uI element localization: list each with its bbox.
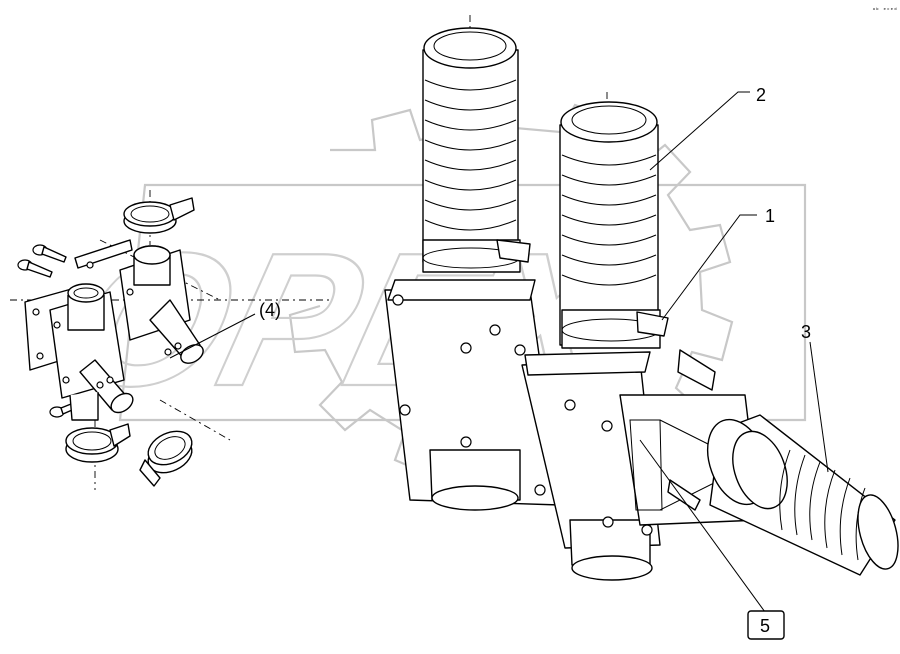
reference-code: ᵃᵇ ᵉᶜᵉᵈ xyxy=(872,7,897,14)
mounting-plate-rear xyxy=(74,239,133,269)
callouts: 1 2 3 (4) 5 xyxy=(259,85,811,640)
exploded-assembly xyxy=(10,190,330,490)
callout-3: 3 xyxy=(801,322,811,342)
screw xyxy=(17,259,53,278)
y-distributor-rear xyxy=(119,245,204,364)
leader-line-4 xyxy=(169,313,256,359)
screw xyxy=(32,244,67,263)
distributor-housing-left xyxy=(384,279,561,511)
callout-2: 2 xyxy=(756,85,766,105)
callout-1: 1 xyxy=(765,206,775,226)
leader-lines xyxy=(169,91,829,613)
leader-line-5 xyxy=(639,439,766,613)
callout-5: 5 xyxy=(760,616,770,636)
hose-clamp-bottom-left xyxy=(65,423,131,463)
centerline xyxy=(159,399,231,441)
hose-clamp-bottom-right xyxy=(139,430,193,487)
callout-4: (4) xyxy=(259,300,281,320)
distributor-housing-right xyxy=(514,344,661,581)
main-assembly xyxy=(384,15,899,581)
y-distributor-front xyxy=(49,283,134,421)
corrugated-hose xyxy=(706,414,899,576)
leader-line-2 xyxy=(649,91,750,171)
bellows-hose-left xyxy=(422,27,531,273)
leader-line-1 xyxy=(661,214,757,321)
leader-line-3 xyxy=(809,341,829,473)
hose-clamp-top xyxy=(123,197,195,234)
bellows-hose-right xyxy=(559,101,669,349)
callout-5-box xyxy=(747,610,785,640)
